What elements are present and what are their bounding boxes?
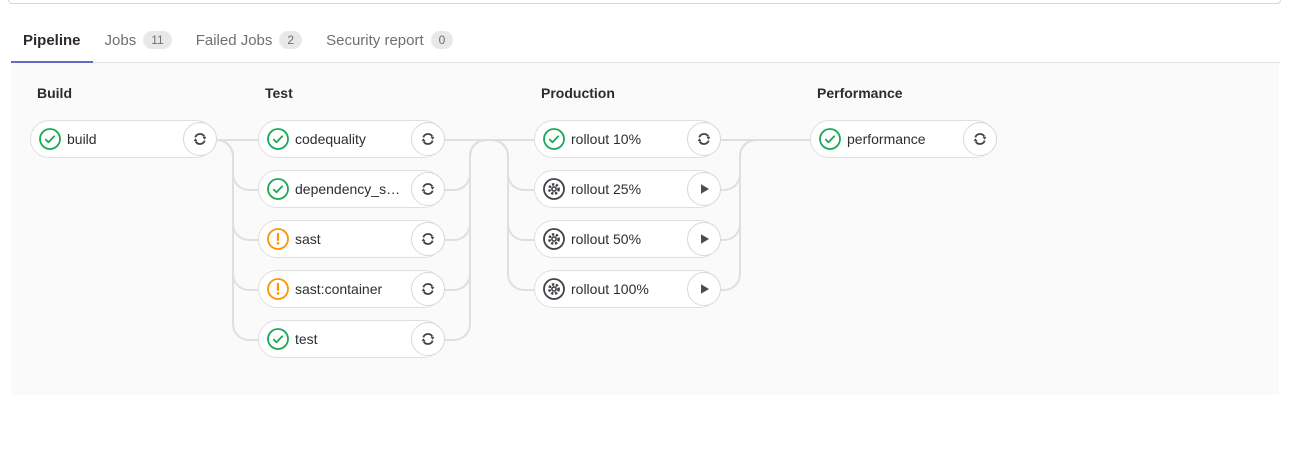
play-button[interactable] [687, 172, 721, 206]
retry-button[interactable] [963, 122, 997, 156]
stage-column-test: Test codequality dependency_s…sast sast:con… [258, 85, 445, 370]
job-pill-performance[interactable]: performance [810, 120, 997, 158]
tab-label: Failed Jobs [195, 31, 273, 49]
play-button[interactable] [687, 272, 721, 306]
status-success-icon [267, 128, 289, 150]
status-success-icon [819, 128, 841, 150]
stage-title: Test [265, 85, 293, 101]
stage-title: Build [37, 85, 72, 101]
job-name: rollout 100% [571, 281, 649, 297]
retry-button[interactable] [411, 172, 445, 206]
job-name: rollout 50% [571, 231, 642, 247]
job-name: sast [295, 231, 321, 247]
stage-title: Production [541, 85, 615, 101]
retry-icon [420, 181, 436, 197]
stage-column-production: Production rollout 10% rollout 25% rollout … [534, 85, 721, 320]
tab-label: Jobs [104, 31, 137, 49]
status-manual-icon [543, 178, 565, 200]
status-success-icon [267, 328, 289, 350]
retry-icon [192, 131, 208, 147]
status-manual-icon [543, 228, 565, 250]
retry-button[interactable] [411, 322, 445, 356]
tab-label: Pipeline [23, 32, 81, 49]
tab-count-badge: 11 [143, 31, 172, 49]
job-pill-rollout-50[interactable]: rollout 50% [534, 220, 721, 258]
retry-icon [696, 131, 712, 147]
retry-icon [420, 231, 436, 247]
status-warning-icon [267, 278, 289, 300]
job-name: test [295, 331, 318, 347]
job-pill-sast-container[interactable]: sast:container [258, 270, 445, 308]
play-icon [696, 281, 712, 297]
status-success-icon [543, 128, 565, 150]
job-pill-test[interactable]: test [258, 320, 445, 358]
play-button[interactable] [687, 222, 721, 256]
retry-icon [972, 131, 988, 147]
retry-icon [420, 281, 436, 297]
tab-security-report[interactable]: Security report 0 [314, 31, 465, 63]
job-name: codequality [295, 131, 366, 147]
status-warning-icon [267, 228, 289, 250]
pipeline-tabs: Pipeline Jobs 11 Failed Jobs 2 Security repor… [11, 4, 1280, 63]
job-name: rollout 10% [571, 131, 642, 147]
retry-icon [420, 131, 436, 147]
retry-button[interactable] [411, 122, 445, 156]
status-success-icon [267, 178, 289, 200]
job-pill-dependency-s[interactable]: dependency_s… [258, 170, 445, 208]
tab-label: Security report [326, 31, 424, 49]
job-pill-rollout-10[interactable]: rollout 10% [534, 120, 721, 158]
retry-icon [420, 331, 436, 347]
job-name: rollout 25% [571, 181, 642, 197]
job-pill-codequality[interactable]: codequality [258, 120, 445, 158]
retry-button[interactable] [411, 272, 445, 306]
tab-jobs[interactable]: Jobs 11 [93, 31, 184, 63]
job-name: dependency_s… [295, 181, 401, 197]
stage-column-performance: Performance performance [810, 85, 997, 170]
job-name: build [67, 131, 97, 147]
status-success-icon [39, 128, 61, 150]
retry-button[interactable] [183, 122, 217, 156]
stage-title: Performance [817, 85, 903, 101]
retry-button[interactable] [687, 122, 721, 156]
play-icon [696, 231, 712, 247]
play-icon [696, 181, 712, 197]
stage-column-build: Build build [30, 85, 217, 170]
job-pill-sast[interactable]: sast [258, 220, 445, 258]
job-name: sast:container [295, 281, 383, 297]
job-pill-rollout-100[interactable]: rollout 100% [534, 270, 721, 308]
tab-count-badge: 0 [430, 31, 454, 49]
pipeline-graph: Build build Test codequality dependency_s…sa… [11, 63, 1279, 395]
tab-pipeline[interactable]: Pipeline [11, 32, 93, 63]
job-pill-rollout-25[interactable]: rollout 25% [534, 170, 721, 208]
pipeline-connector-lines [216, 139, 810, 341]
tab-failed-jobs[interactable]: Failed Jobs 2 [184, 31, 314, 63]
job-name: performance [847, 131, 926, 147]
status-manual-icon [543, 278, 565, 300]
retry-button[interactable] [411, 222, 445, 256]
tab-count-badge: 2 [279, 31, 303, 49]
job-pill-build[interactable]: build [30, 120, 217, 158]
